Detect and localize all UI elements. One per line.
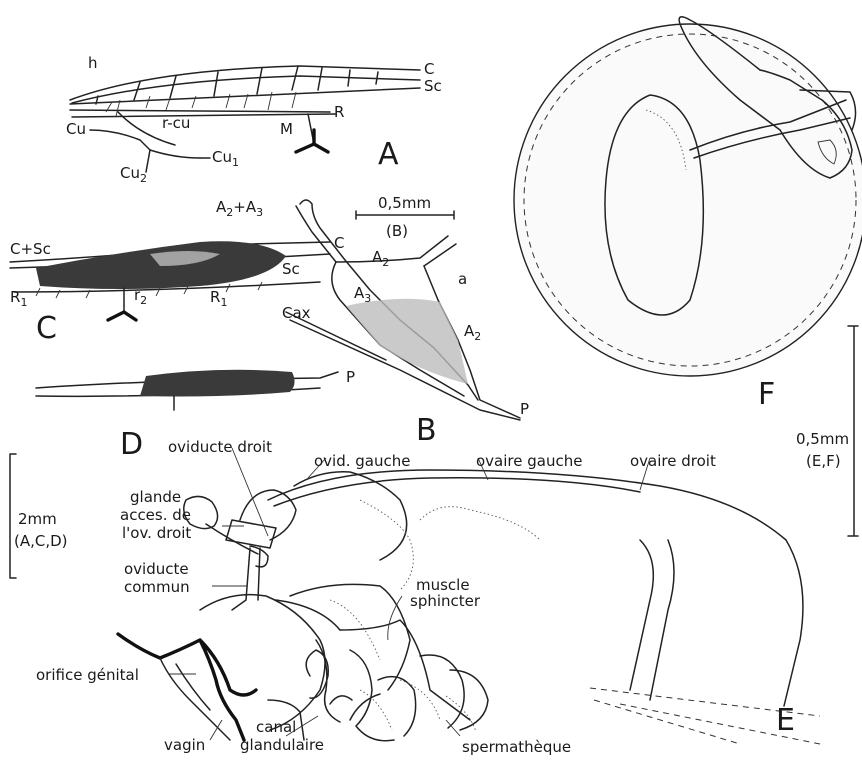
fig-e-label-canal-2: glandulaire bbox=[240, 736, 324, 754]
fig-e-label-oviducte-commun-2: commun bbox=[124, 578, 190, 596]
fig-c-label-r1-left: R1 bbox=[10, 288, 27, 309]
scale-b-ref: (B) bbox=[386, 222, 408, 240]
fig-e-label-vagin: vagin bbox=[164, 736, 205, 754]
scale-bar-b: 0,5mm (B) bbox=[356, 194, 454, 240]
fig-a-letter: A bbox=[378, 137, 399, 172]
fig-c-letter: C bbox=[36, 311, 57, 346]
fig-a-label-h: h bbox=[88, 54, 98, 72]
fig-f-letter: F bbox=[758, 377, 775, 412]
fig-a-label-sc: Sc bbox=[424, 77, 442, 95]
fig-a-label-r: R bbox=[334, 103, 344, 121]
fig-e-label-oviducte-commun-1: oviducte bbox=[124, 560, 189, 578]
fig-a-label-cu: Cu bbox=[66, 120, 86, 138]
figure-e: oviducte droit ovid. gauche ovaire gauch… bbox=[36, 438, 820, 756]
fig-a-label-cu2: Cu2 bbox=[120, 164, 147, 185]
fig-b-label-p-left: P bbox=[346, 368, 355, 386]
fig-b-label-cax: Cax bbox=[282, 304, 311, 322]
scale-acd-value: 2mm bbox=[18, 510, 57, 528]
fig-c-label-r2: r2 bbox=[134, 286, 147, 307]
fig-e-label-ovid-gauche: ovid. gauche bbox=[314, 452, 410, 470]
fig-e-label-ovaire-droit: ovaire droit bbox=[630, 452, 716, 470]
fig-e-label-canal-1: canal bbox=[256, 718, 296, 736]
fig-b-label-a2-right: A2 bbox=[464, 322, 481, 343]
fig-b-letter: B bbox=[416, 413, 437, 448]
scale-b-value: 0,5mm bbox=[378, 194, 431, 212]
figure-a: h C Sc R r-cu Cu M Cu1 Cu2 A bbox=[66, 54, 442, 185]
fig-e-label-glande-2: acces. de bbox=[120, 506, 191, 524]
fig-a-label-cu1: Cu1 bbox=[212, 148, 239, 169]
figure-b: A2+A3 A2 a A3 A2 Cax P P B bbox=[216, 198, 529, 448]
fig-c-label-csc: C+Sc bbox=[10, 240, 51, 258]
fig-b-label-p-right: P bbox=[520, 400, 529, 418]
scale-ef-ref: (E,F) bbox=[806, 452, 841, 470]
scale-acd-ref: (A,C,D) bbox=[14, 532, 68, 550]
fig-e-label-glande-3: l'ov. droit bbox=[122, 524, 191, 542]
figure-c: C+Sc C Sc R1 r2 R1 C bbox=[10, 234, 344, 346]
fig-e-letter: E bbox=[776, 703, 795, 738]
fig-b-label-a3: A3 bbox=[354, 284, 371, 305]
fig-e-label-muscle-2: sphincter bbox=[410, 592, 481, 610]
fig-e-label-ovaire-gauche: ovaire gauche bbox=[476, 452, 582, 470]
fig-d-letter: D bbox=[120, 427, 143, 462]
scale-bar-ef: 0,5mm (E,F) bbox=[796, 326, 858, 536]
fig-e-label-glande-1: glande bbox=[130, 488, 181, 506]
fig-e-label-spermatheque: spermathèque bbox=[462, 738, 571, 756]
fig-c-label-sc: Sc bbox=[282, 260, 300, 278]
scale-bar-acd: 2mm (A,C,D) bbox=[10, 454, 68, 578]
fig-a-label-r-cu: r-cu bbox=[162, 114, 190, 132]
fig-b-label-a2-top: A2 bbox=[372, 248, 389, 269]
fig-e-label-oviducte-droit: oviducte droit bbox=[168, 438, 272, 456]
fig-c-label-c: C bbox=[334, 234, 344, 252]
fig-b-label-a2a3: A2+A3 bbox=[216, 198, 263, 219]
fig-c-label-r1-right: R1 bbox=[210, 288, 227, 309]
figure-f: F bbox=[514, 17, 862, 412]
fig-b-label-a: a bbox=[458, 270, 467, 288]
fig-a-label-m: M bbox=[280, 120, 293, 138]
fig-a-label-c: C bbox=[424, 60, 434, 78]
fig-e-label-orifice: orifice génital bbox=[36, 666, 139, 684]
scale-ef-value: 0,5mm bbox=[796, 430, 849, 448]
